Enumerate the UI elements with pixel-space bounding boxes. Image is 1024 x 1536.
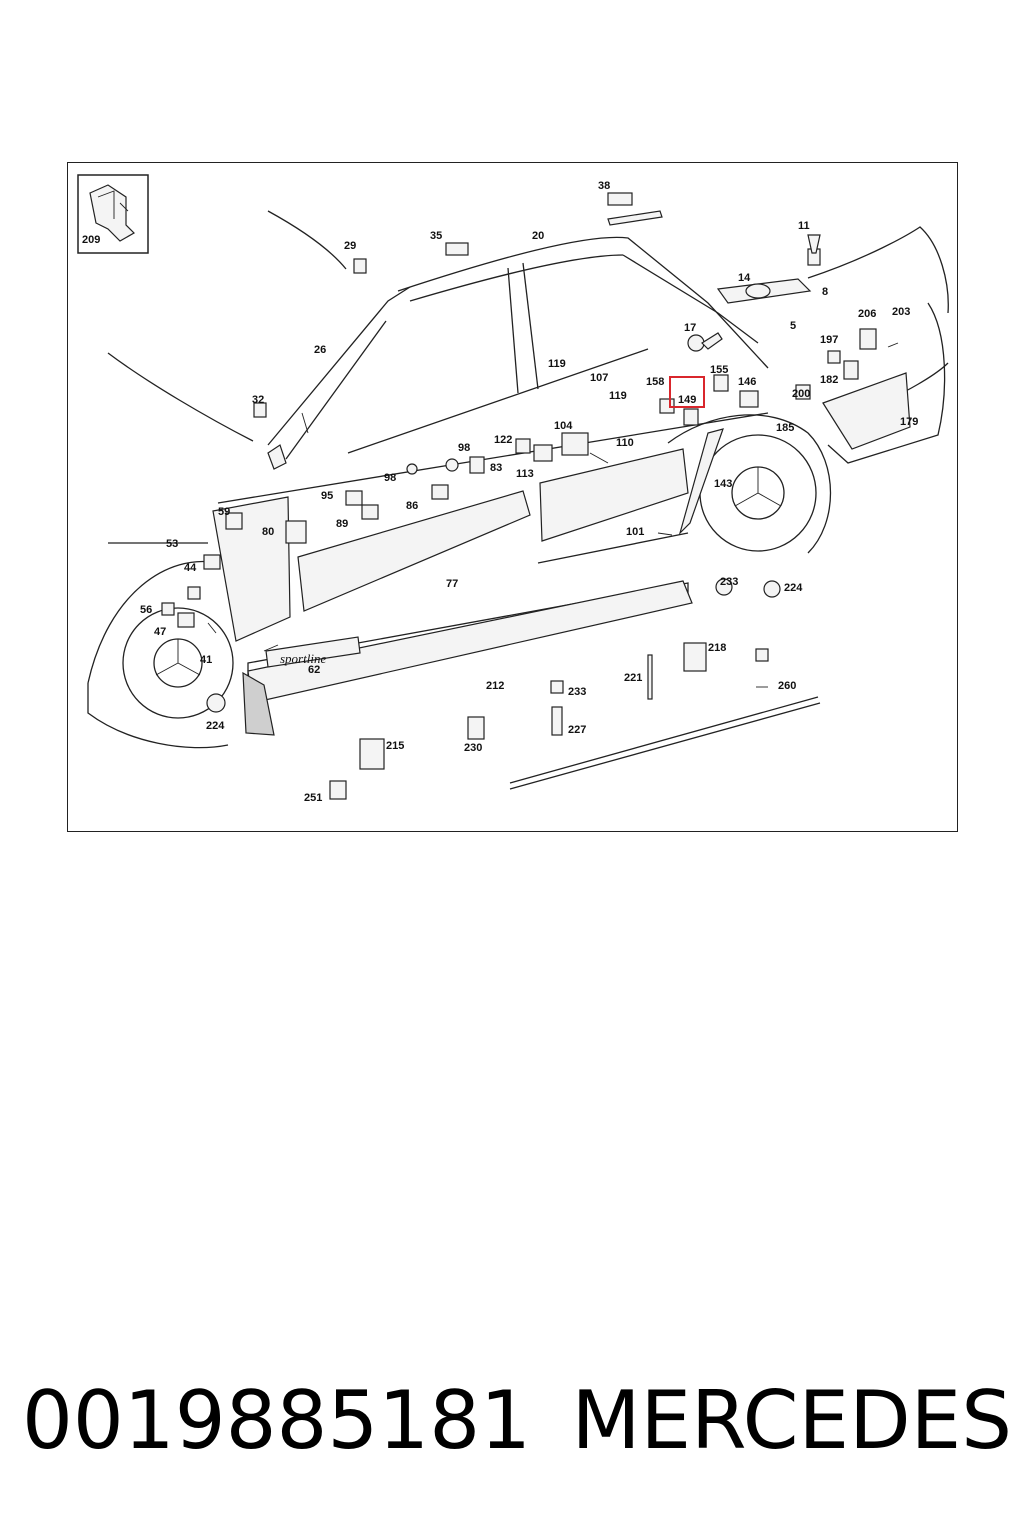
- callout-218: 218: [708, 642, 726, 654]
- front-wheel: [122, 607, 234, 719]
- car-outline: [87, 210, 949, 749]
- callout-95: 95: [321, 490, 333, 502]
- inset-label: 209: [82, 234, 100, 246]
- callout-80: 80: [262, 526, 274, 538]
- callout-119b: 119: [609, 390, 627, 402]
- inset-thumbnail: 209: [77, 174, 149, 254]
- callout-107: 107: [590, 372, 608, 384]
- callout-260: 260: [778, 680, 796, 692]
- callout-233: 233: [720, 576, 738, 588]
- callout-185: 185: [776, 422, 794, 434]
- part-number: 0019885181: [22, 1373, 531, 1467]
- callout-104: 104: [554, 420, 573, 432]
- callout-labels: 38 11 20 35 29 14 8 5 17 26 206 203 197 …: [140, 180, 918, 804]
- callout-47: 47: [154, 626, 166, 638]
- callout-230: 230: [464, 742, 482, 754]
- callout-200: 200: [792, 388, 810, 400]
- callout-122: 122: [494, 434, 512, 446]
- diagram-drawing: 209: [77, 174, 949, 804]
- callout-206: 206: [858, 308, 876, 320]
- callout-44: 44: [184, 562, 197, 574]
- callout-14: 14: [738, 272, 751, 284]
- rear-wheel: [699, 434, 817, 552]
- callout-53: 53: [166, 538, 178, 550]
- callout-29: 29: [344, 240, 356, 252]
- callout-158: 158: [646, 376, 664, 388]
- callout-146: 146: [738, 376, 756, 388]
- callout-62: 62: [308, 664, 320, 676]
- caption-bar: 0019885181 MERCEDES: [22, 1370, 1012, 1470]
- callout-203: 203: [892, 306, 910, 318]
- callout-227: 227: [568, 724, 586, 736]
- callout-143: 143: [714, 478, 732, 490]
- callout-179: 179: [900, 416, 918, 428]
- callout-215: 215: [386, 740, 404, 752]
- callout-224: 224: [784, 582, 803, 594]
- callout-11: 11: [798, 220, 810, 232]
- callout-41: 41: [200, 654, 212, 666]
- brand-name: MERCEDES: [571, 1373, 1012, 1467]
- callout-251: 251: [304, 792, 322, 804]
- callout-86: 86: [406, 500, 418, 512]
- leader-lines: [207, 342, 899, 688]
- callout-89: 89: [336, 518, 348, 530]
- callout-98b: 98: [384, 472, 396, 484]
- callout-38: 38: [598, 180, 610, 192]
- callout-221: 221: [624, 672, 642, 684]
- callout-8: 8: [822, 286, 828, 298]
- callout-98: 98: [458, 442, 470, 454]
- callout-101: 101: [626, 526, 644, 538]
- callout-5: 5: [790, 320, 796, 332]
- callout-56: 56: [140, 604, 152, 616]
- callout-35: 35: [430, 230, 442, 242]
- callout-182: 182: [820, 374, 838, 386]
- callout-119: 119: [548, 358, 566, 370]
- highlighted-part-box[interactable]: [669, 376, 705, 408]
- callout-77: 77: [446, 578, 458, 590]
- callout-233b: 233: [568, 686, 586, 698]
- parts-diagram: 209: [67, 162, 958, 832]
- callout-197: 197: [820, 334, 838, 346]
- callout-113: 113: [516, 468, 534, 480]
- moldings: sportline: [212, 210, 911, 790]
- callout-17: 17: [684, 322, 696, 334]
- callout-26: 26: [314, 344, 326, 356]
- sportline-badge-text: sportline: [280, 651, 326, 666]
- callout-224b: 224: [206, 720, 225, 732]
- callout-83: 83: [490, 462, 502, 474]
- callout-20: 20: [532, 230, 544, 242]
- callout-212: 212: [486, 680, 504, 692]
- callout-110: 110: [616, 437, 634, 449]
- callout-32: 32: [252, 394, 264, 406]
- callout-149: 149: [678, 394, 696, 406]
- clip-parts: [161, 192, 877, 800]
- callout-155: 155: [710, 364, 728, 376]
- callout-59: 59: [218, 506, 230, 518]
